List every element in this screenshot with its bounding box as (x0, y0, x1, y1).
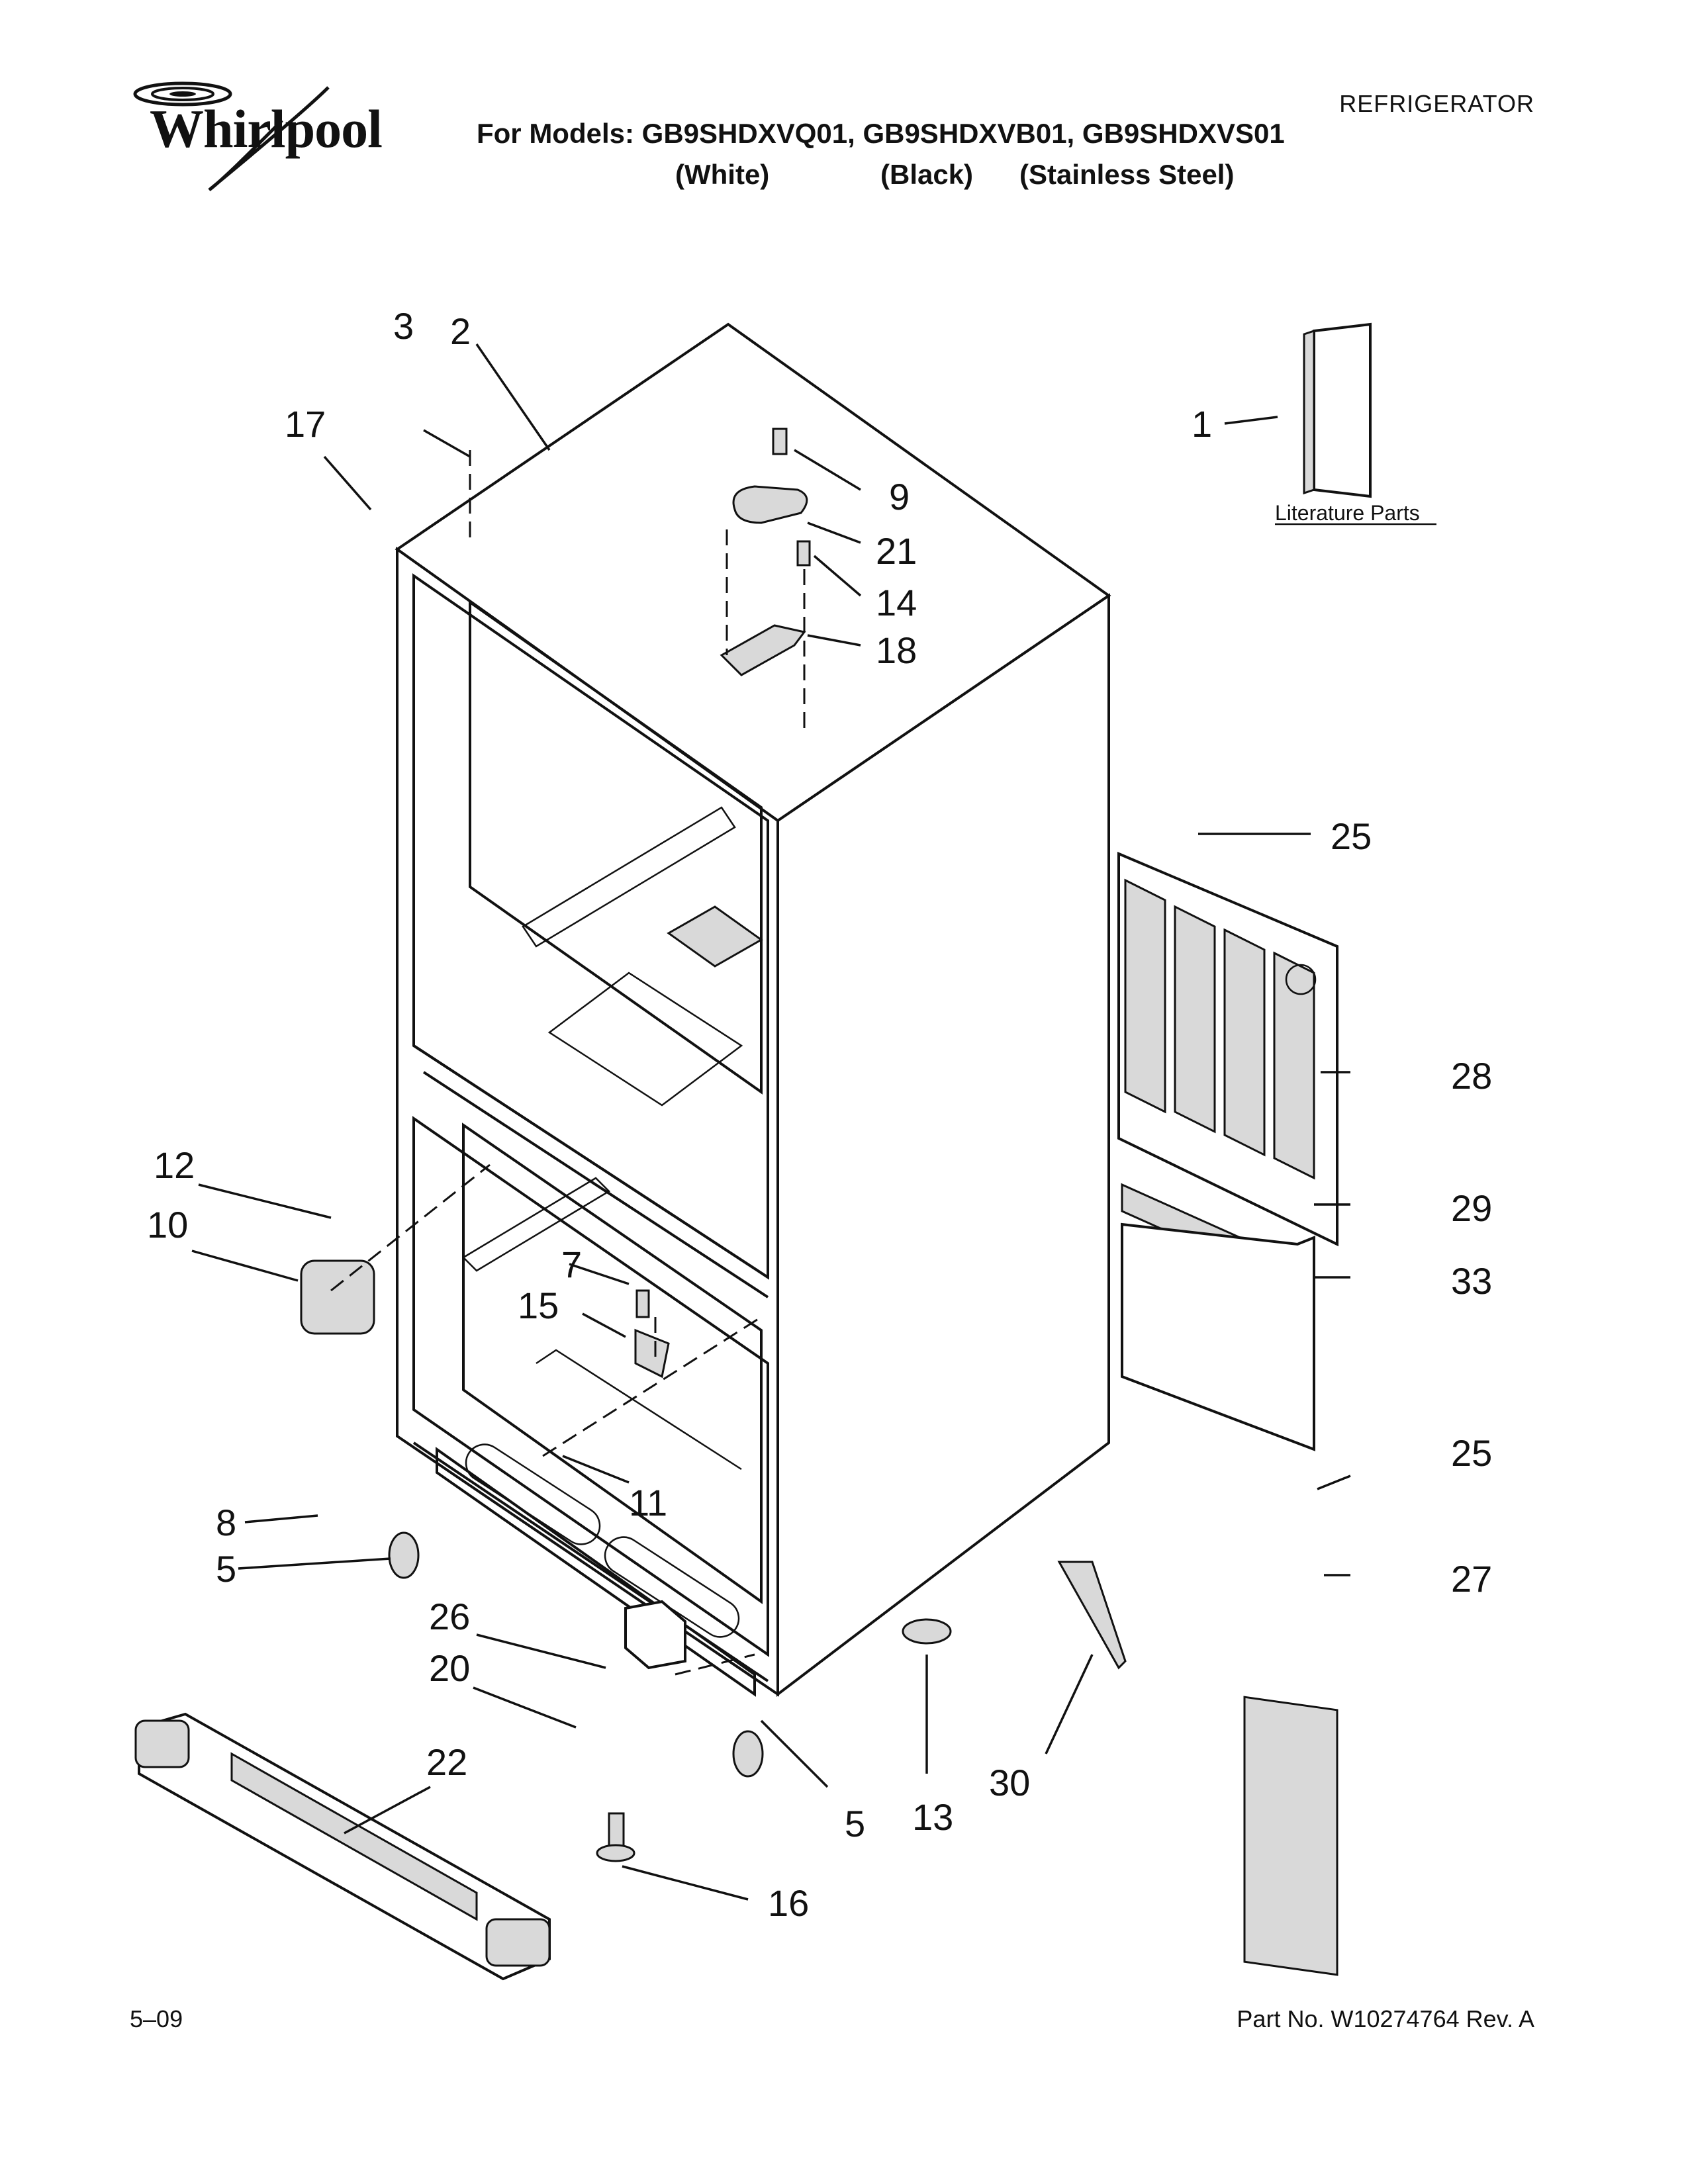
callout-21: 21 (876, 530, 917, 572)
variant-white: (White) (675, 159, 770, 190)
whirlpool-swirl-logo (133, 81, 330, 191)
callout-18: 18 (876, 629, 917, 671)
literature-label: Literature Parts (1275, 501, 1420, 525)
part-number: Part No. W10274764 Rev. A (1237, 2005, 1534, 2032)
small-parts (300, 1163, 1338, 1976)
callout-13: 13 (912, 1796, 953, 1838)
callout-15: 15 (518, 1285, 559, 1326)
callout-5-left: 5 (216, 1548, 236, 1590)
callout-29: 29 (1451, 1187, 1492, 1229)
callout-27: 27 (1451, 1558, 1492, 1600)
callout-leaders (191, 343, 1351, 1901)
rear-access-panel (1117, 851, 1338, 1451)
callout-5-right: 5 (845, 1803, 865, 1844)
top-hinge-assembly (469, 428, 811, 735)
callout-22: 22 (426, 1741, 467, 1783)
models-title: For Models: GB9SHDXVQ01, GB9SHDXVB01, GB… (477, 118, 1285, 149)
callout-2: 2 (450, 310, 471, 352)
callout-14: 14 (876, 582, 917, 623)
callout-26: 26 (429, 1596, 470, 1637)
callout-25-top: 25 (1331, 815, 1372, 857)
callout-33: 33 (1451, 1260, 1492, 1302)
callout-20: 20 (429, 1647, 470, 1689)
callout-30: 30 (989, 1762, 1030, 1803)
toe-grille (134, 1712, 551, 1981)
category-label: REFRIGERATOR (1339, 90, 1534, 117)
callout-17: 17 (285, 403, 326, 445)
callout-8: 8 (216, 1502, 236, 1543)
callout-9: 9 (889, 476, 910, 518)
brand-name: Whirlpool (150, 99, 383, 159)
callout-28: 28 (1451, 1055, 1492, 1097)
callout-12: 12 (154, 1144, 195, 1186)
callout-numbers: 1 2 3 5 5 7 8 9 10 11 12 13 14 15 16 17 … (147, 305, 1492, 1924)
callout-3: 3 (393, 305, 414, 347)
variant-black: (Black) (880, 159, 974, 190)
callout-7: 7 (561, 1244, 582, 1285)
variant-stainless: (Stainless Steel) (1019, 159, 1235, 190)
cabinet (395, 322, 1111, 1698)
callout-11: 11 (629, 1482, 667, 1524)
callout-1: 1 (1192, 403, 1212, 445)
callout-25-bottom: 25 (1451, 1432, 1492, 1474)
literature-parts-booklet (1303, 322, 1372, 498)
date-code: 5–09 (130, 2005, 183, 2032)
callout-16: 16 (768, 1882, 809, 1924)
callout-10: 10 (147, 1204, 188, 1246)
